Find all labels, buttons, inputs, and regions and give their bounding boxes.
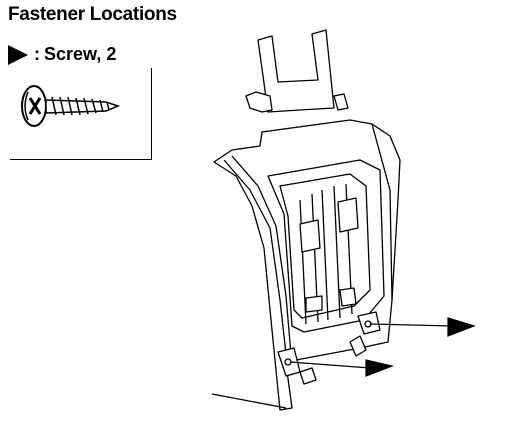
screw-boss-right [357,311,381,335]
legend-label: Screw, 2 [44,44,117,64]
callout-right [369,317,476,337]
page-title: Fastener Locations [8,4,177,25]
callout-bottom [289,359,395,377]
callout-arrow-icon [447,317,476,337]
top-bracket [257,29,335,113]
legend-separator: : [34,44,40,64]
callout-arrow-icon [365,359,395,377]
legend-row: : Screw, 2 [8,44,116,65]
fastener-legend: : Screw, 2 [8,44,153,160]
screw-icon [21,85,121,127]
triangle-marker-icon [8,44,28,65]
legend-frame-right [151,68,152,159]
legend-frame-bottom [10,159,152,160]
